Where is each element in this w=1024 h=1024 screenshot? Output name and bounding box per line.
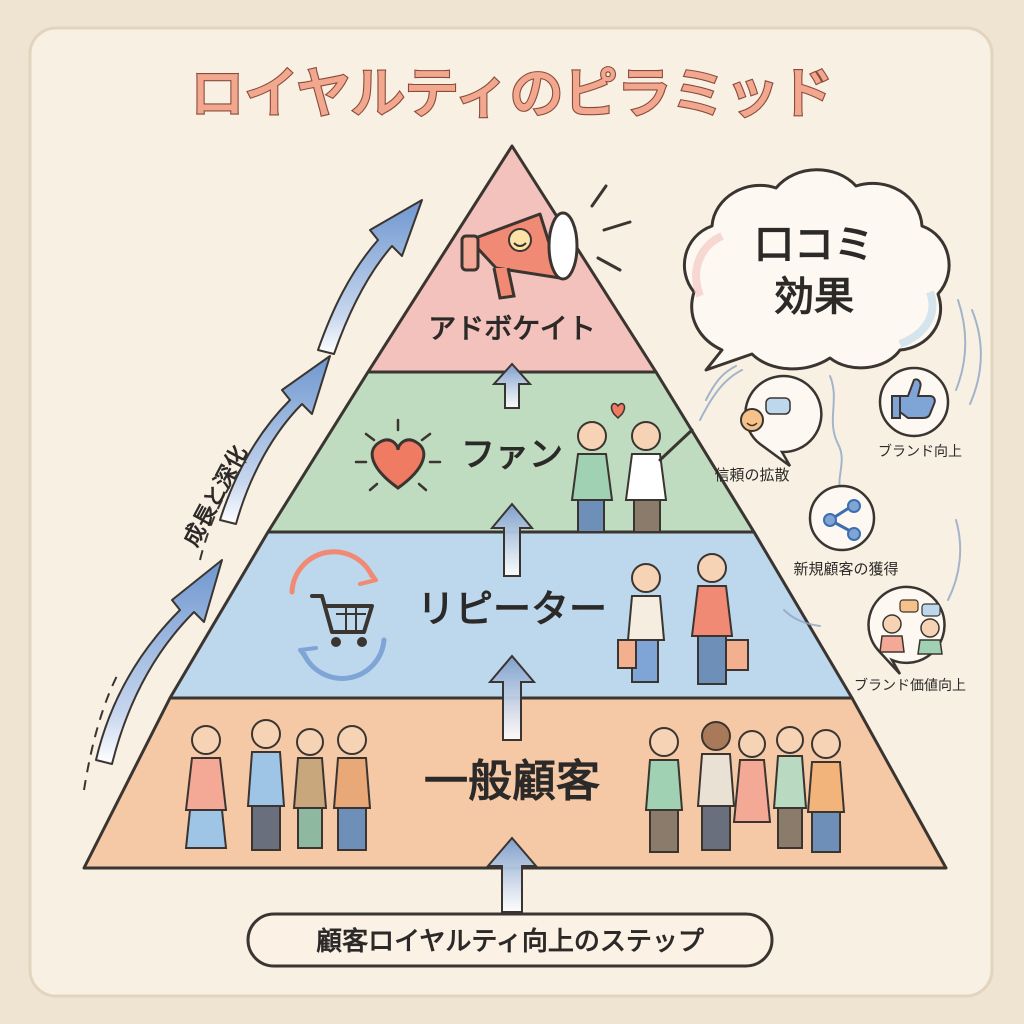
effect-label-new-customers: 新規顧客の獲得 — [793, 560, 898, 578]
heart-icon — [354, 418, 442, 492]
word-of-mouth-title-line2: 効果 — [774, 274, 854, 320]
effect-brand-value: ブランド価値向上 — [854, 585, 966, 694]
effect-label-brand-value: ブランド価値向上 — [854, 677, 966, 694]
effect-new-customers: 新規顧客の獲得 — [793, 484, 899, 578]
growth-arrow-icon — [219, 355, 331, 525]
up-arrow-icon — [487, 654, 537, 741]
word-of-mouth-bubble — [682, 168, 951, 372]
megaphone-icon — [460, 184, 632, 300]
footer-banner — [246, 912, 774, 968]
tier-label-repeater: リピーター — [417, 587, 607, 631]
wave-lines — [699, 299, 982, 627]
tier-up-arrows — [485, 362, 539, 913]
tier-label-fan: ファン — [461, 435, 563, 475]
repeater-shoppers-illustration — [617, 553, 749, 685]
tier-label-advocate: アドボケイト — [428, 312, 595, 345]
growth-arrows — [83, 199, 423, 791]
shopping-cart-icon — [289, 549, 387, 681]
effect-brand-improvement: ブランド向上 — [878, 366, 962, 460]
tier-label-general: 一般顧客 — [424, 756, 600, 807]
growth-arrow-icon — [95, 559, 223, 765]
effect-label-brand-improvement: ブランド向上 — [878, 443, 962, 460]
share-icon — [823, 499, 861, 541]
up-arrow-icon — [489, 502, 535, 577]
thumbs-up-icon — [899, 378, 936, 419]
page-title: ロイヤルティのピラミッド — [190, 62, 833, 125]
fan-couple-illustration — [570, 402, 694, 533]
footer-caption: 顧客ロイヤルティ向上のステップ — [316, 926, 705, 957]
effect-trust-spread: 信頼の拡散 — [714, 374, 823, 484]
up-arrow-icon — [491, 362, 533, 409]
effect-label-trust-spread: 信頼の拡散 — [714, 466, 789, 484]
growth-arrow-icon — [317, 199, 423, 355]
word-of-mouth-title-line1: 口コミ — [754, 222, 874, 268]
up-arrow-icon — [485, 836, 539, 913]
crowd-icon — [184, 719, 846, 853]
